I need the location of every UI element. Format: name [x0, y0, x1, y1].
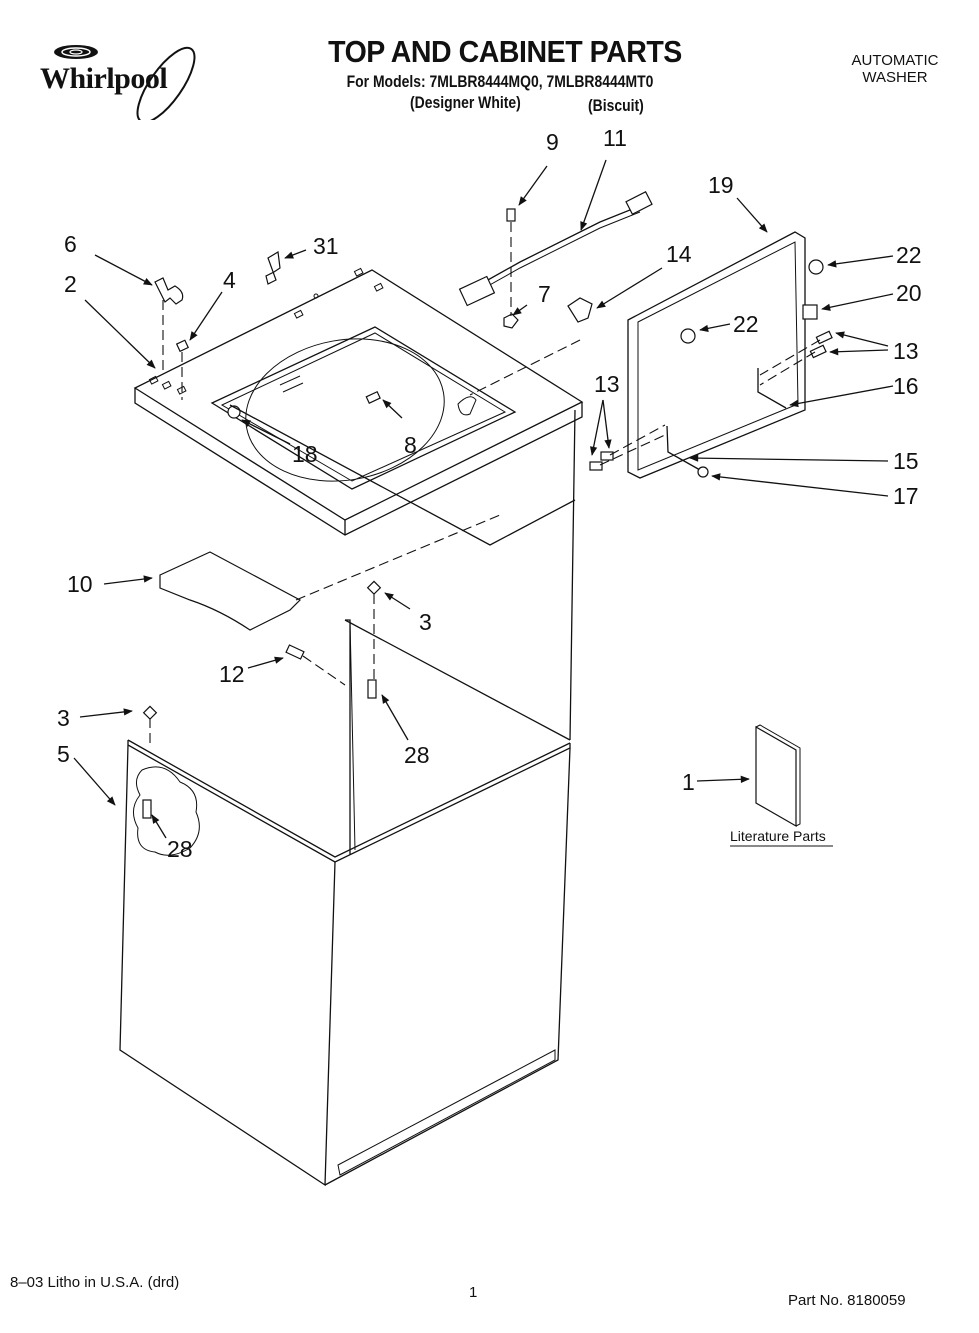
cabinet-part — [119, 409, 576, 1187]
whirlpool-logo: Whirlpool — [38, 40, 223, 120]
bumper-part-22a — [808, 259, 824, 275]
hinge-rod-part-15 — [666, 425, 701, 471]
wire-harness-part-11 — [469, 205, 641, 291]
hinge-rod-part-16 — [757, 368, 787, 409]
callout-28a: 28 — [404, 742, 430, 768]
hinge-cap-part-14 — [567, 297, 593, 323]
switch-part-20 — [802, 304, 818, 320]
callout-20: 20 — [896, 280, 922, 306]
callout-12: 12 — [219, 661, 245, 687]
shield-part-10 — [159, 551, 301, 631]
callout-leaders — [73, 159, 894, 839]
callout-13a: 13 — [893, 338, 919, 364]
callout-3b: 3 — [57, 705, 70, 731]
screw-part-13d — [589, 461, 603, 471]
category-line-2: WASHER — [862, 69, 928, 86]
callout-17: 17 — [893, 483, 919, 509]
callout-18: 18 — [292, 441, 318, 467]
screw-part-28b — [142, 799, 152, 819]
callout-6: 6 — [64, 231, 77, 257]
litho-note: 8–03 Litho in U.S.A. (drd) — [10, 1274, 180, 1291]
lid-frame-part — [627, 231, 806, 479]
category-line-1: AUTOMATIC — [851, 52, 939, 69]
callout-4: 4 — [223, 267, 236, 293]
screw-part-13a — [815, 330, 833, 345]
bracket-part-31 — [265, 251, 281, 285]
callout-13b: 13 — [594, 371, 620, 397]
callout-31: 31 — [313, 233, 339, 259]
screw-part-12 — [285, 644, 305, 660]
brand-name: Whirlpool — [40, 62, 168, 95]
callout-9: 9 — [546, 129, 559, 155]
callout-28b: 28 — [167, 836, 193, 862]
callout-15: 15 — [893, 448, 919, 474]
clip-part-3b — [142, 705, 158, 720]
callout-16: 16 — [893, 373, 919, 399]
callout-19: 19 — [708, 172, 734, 198]
callout-14: 14 — [666, 241, 692, 267]
callout-7: 7 — [538, 281, 551, 307]
page-number: 1 — [469, 1284, 478, 1301]
models-line: For Models: 7MLBR8444MQ0, 7MLBR8444MT0 — [346, 72, 654, 91]
screw-part-8 — [365, 390, 381, 404]
screw-part-13b — [809, 344, 827, 359]
variant-biscuit: (Biscuit) — [588, 96, 644, 115]
callout-22a: 22 — [896, 242, 922, 268]
callout-3a: 3 — [419, 609, 432, 635]
nut-part-7 — [503, 313, 519, 329]
screw-part-13c — [600, 451, 614, 461]
clip-part-4 — [175, 339, 190, 353]
screw-part-28a — [367, 679, 377, 699]
logo-swirl-icon — [54, 45, 196, 120]
callout-2: 2 — [64, 271, 77, 297]
callout-1: 1 — [682, 769, 695, 795]
callout-5: 5 — [57, 741, 70, 767]
bumper-part-22b — [680, 328, 696, 344]
callout-11: 11 — [603, 125, 627, 151]
callout-labels: 6 2 4 31 9 11 7 14 19 22 20 22 13 16 13 … — [57, 125, 922, 862]
callout-8: 8 — [404, 432, 417, 458]
clip-part-6 — [154, 277, 184, 305]
product-category: AUTOMATIC WASHER — [830, 52, 960, 86]
page-title: TOP AND CABINET PARTS — [328, 34, 682, 69]
variant-designer-white: (Designer White) — [410, 93, 521, 112]
part-number: Part No. 8180059 — [788, 1292, 906, 1309]
callout-10: 10 — [67, 571, 93, 597]
small-parts — [142, 190, 833, 828]
literature-parts-label: Literature Parts — [730, 828, 826, 844]
clip-part-3a — [366, 580, 382, 595]
screw-part-9 — [506, 208, 516, 222]
bushing-part-17 — [697, 466, 709, 478]
callout-22b: 22 — [733, 311, 759, 337]
top-panel-part — [133, 267, 584, 536]
